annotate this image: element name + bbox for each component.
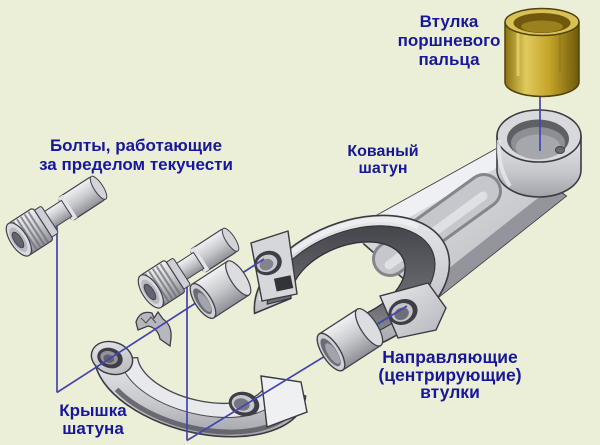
cap-fracture-claw xyxy=(135,310,172,348)
label-line: Втулка xyxy=(419,12,479,31)
cap-right-end-face xyxy=(260,375,308,428)
label-line: Направляющие xyxy=(382,347,518,367)
label-line: шатун xyxy=(358,159,408,177)
label-line: втулки xyxy=(420,382,480,402)
label-line: Крышка xyxy=(59,401,127,420)
label-yield-bolts: Болты, работающие за пределом текучести xyxy=(25,136,247,174)
label-line: Кованый xyxy=(347,143,419,160)
cap-right-lug-hole xyxy=(228,391,260,417)
connecting-rod-illustration xyxy=(250,109,582,355)
label-line: (центрирующие) xyxy=(378,364,522,385)
rod-big-end xyxy=(250,214,451,355)
label-line: Болты, работающие xyxy=(49,136,223,155)
rod-small-end xyxy=(496,109,582,198)
label-line: пальца xyxy=(418,50,480,69)
label-line: шатуна xyxy=(62,419,124,438)
label-forged-rod: Кованый шатун xyxy=(331,143,435,177)
label-guide-bushings: Направляющие (центрирующие) втулки xyxy=(367,347,533,402)
small-end-oil-hole xyxy=(555,146,565,154)
piston-pin-bushing-illustration xyxy=(504,7,580,98)
label-line: поршневого xyxy=(397,31,501,50)
label-piston-pin-bushing: Втулка поршневого пальца xyxy=(383,12,515,69)
big-end-notch xyxy=(273,275,294,292)
rod-shank-side-face xyxy=(420,187,566,303)
label-rod-cap: Крышка шатуна xyxy=(42,402,144,438)
label-line: за пределом текучести xyxy=(39,155,233,174)
